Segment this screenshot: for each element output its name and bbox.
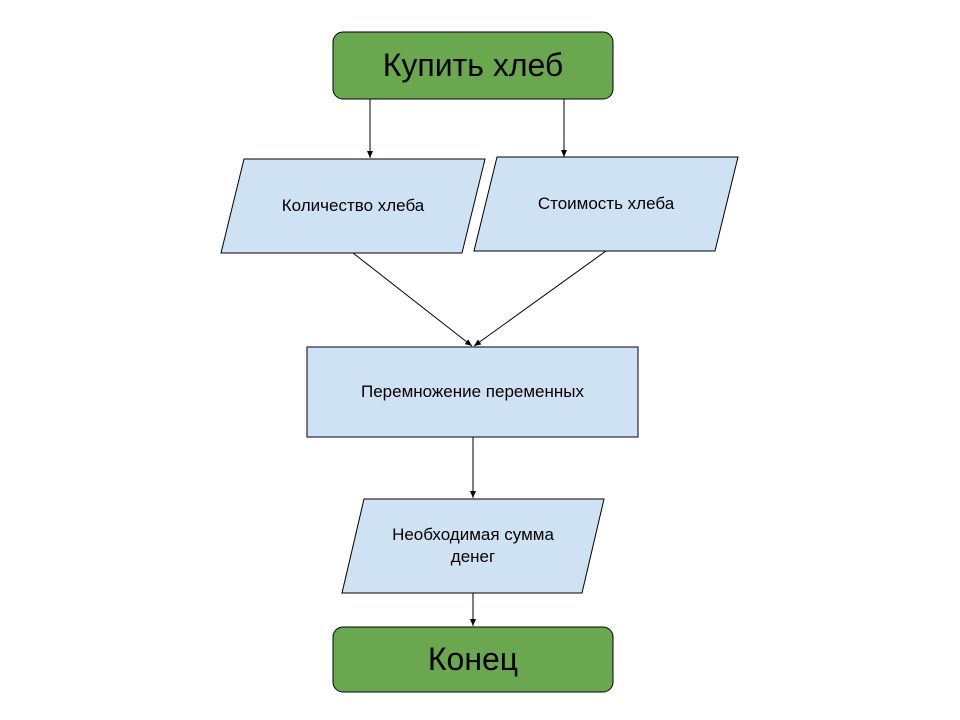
quantity-input-shape bbox=[220, 158, 486, 254]
multiply-process-shape bbox=[306, 346, 639, 438]
price-input-shape bbox=[473, 156, 739, 252]
result-output-shape bbox=[341, 498, 605, 594]
edge-price-to-multiply bbox=[473, 250, 607, 347]
edge-quantity-to-multiply bbox=[352, 252, 473, 347]
start-terminal bbox=[332, 31, 614, 100]
end-terminal bbox=[332, 626, 614, 693]
